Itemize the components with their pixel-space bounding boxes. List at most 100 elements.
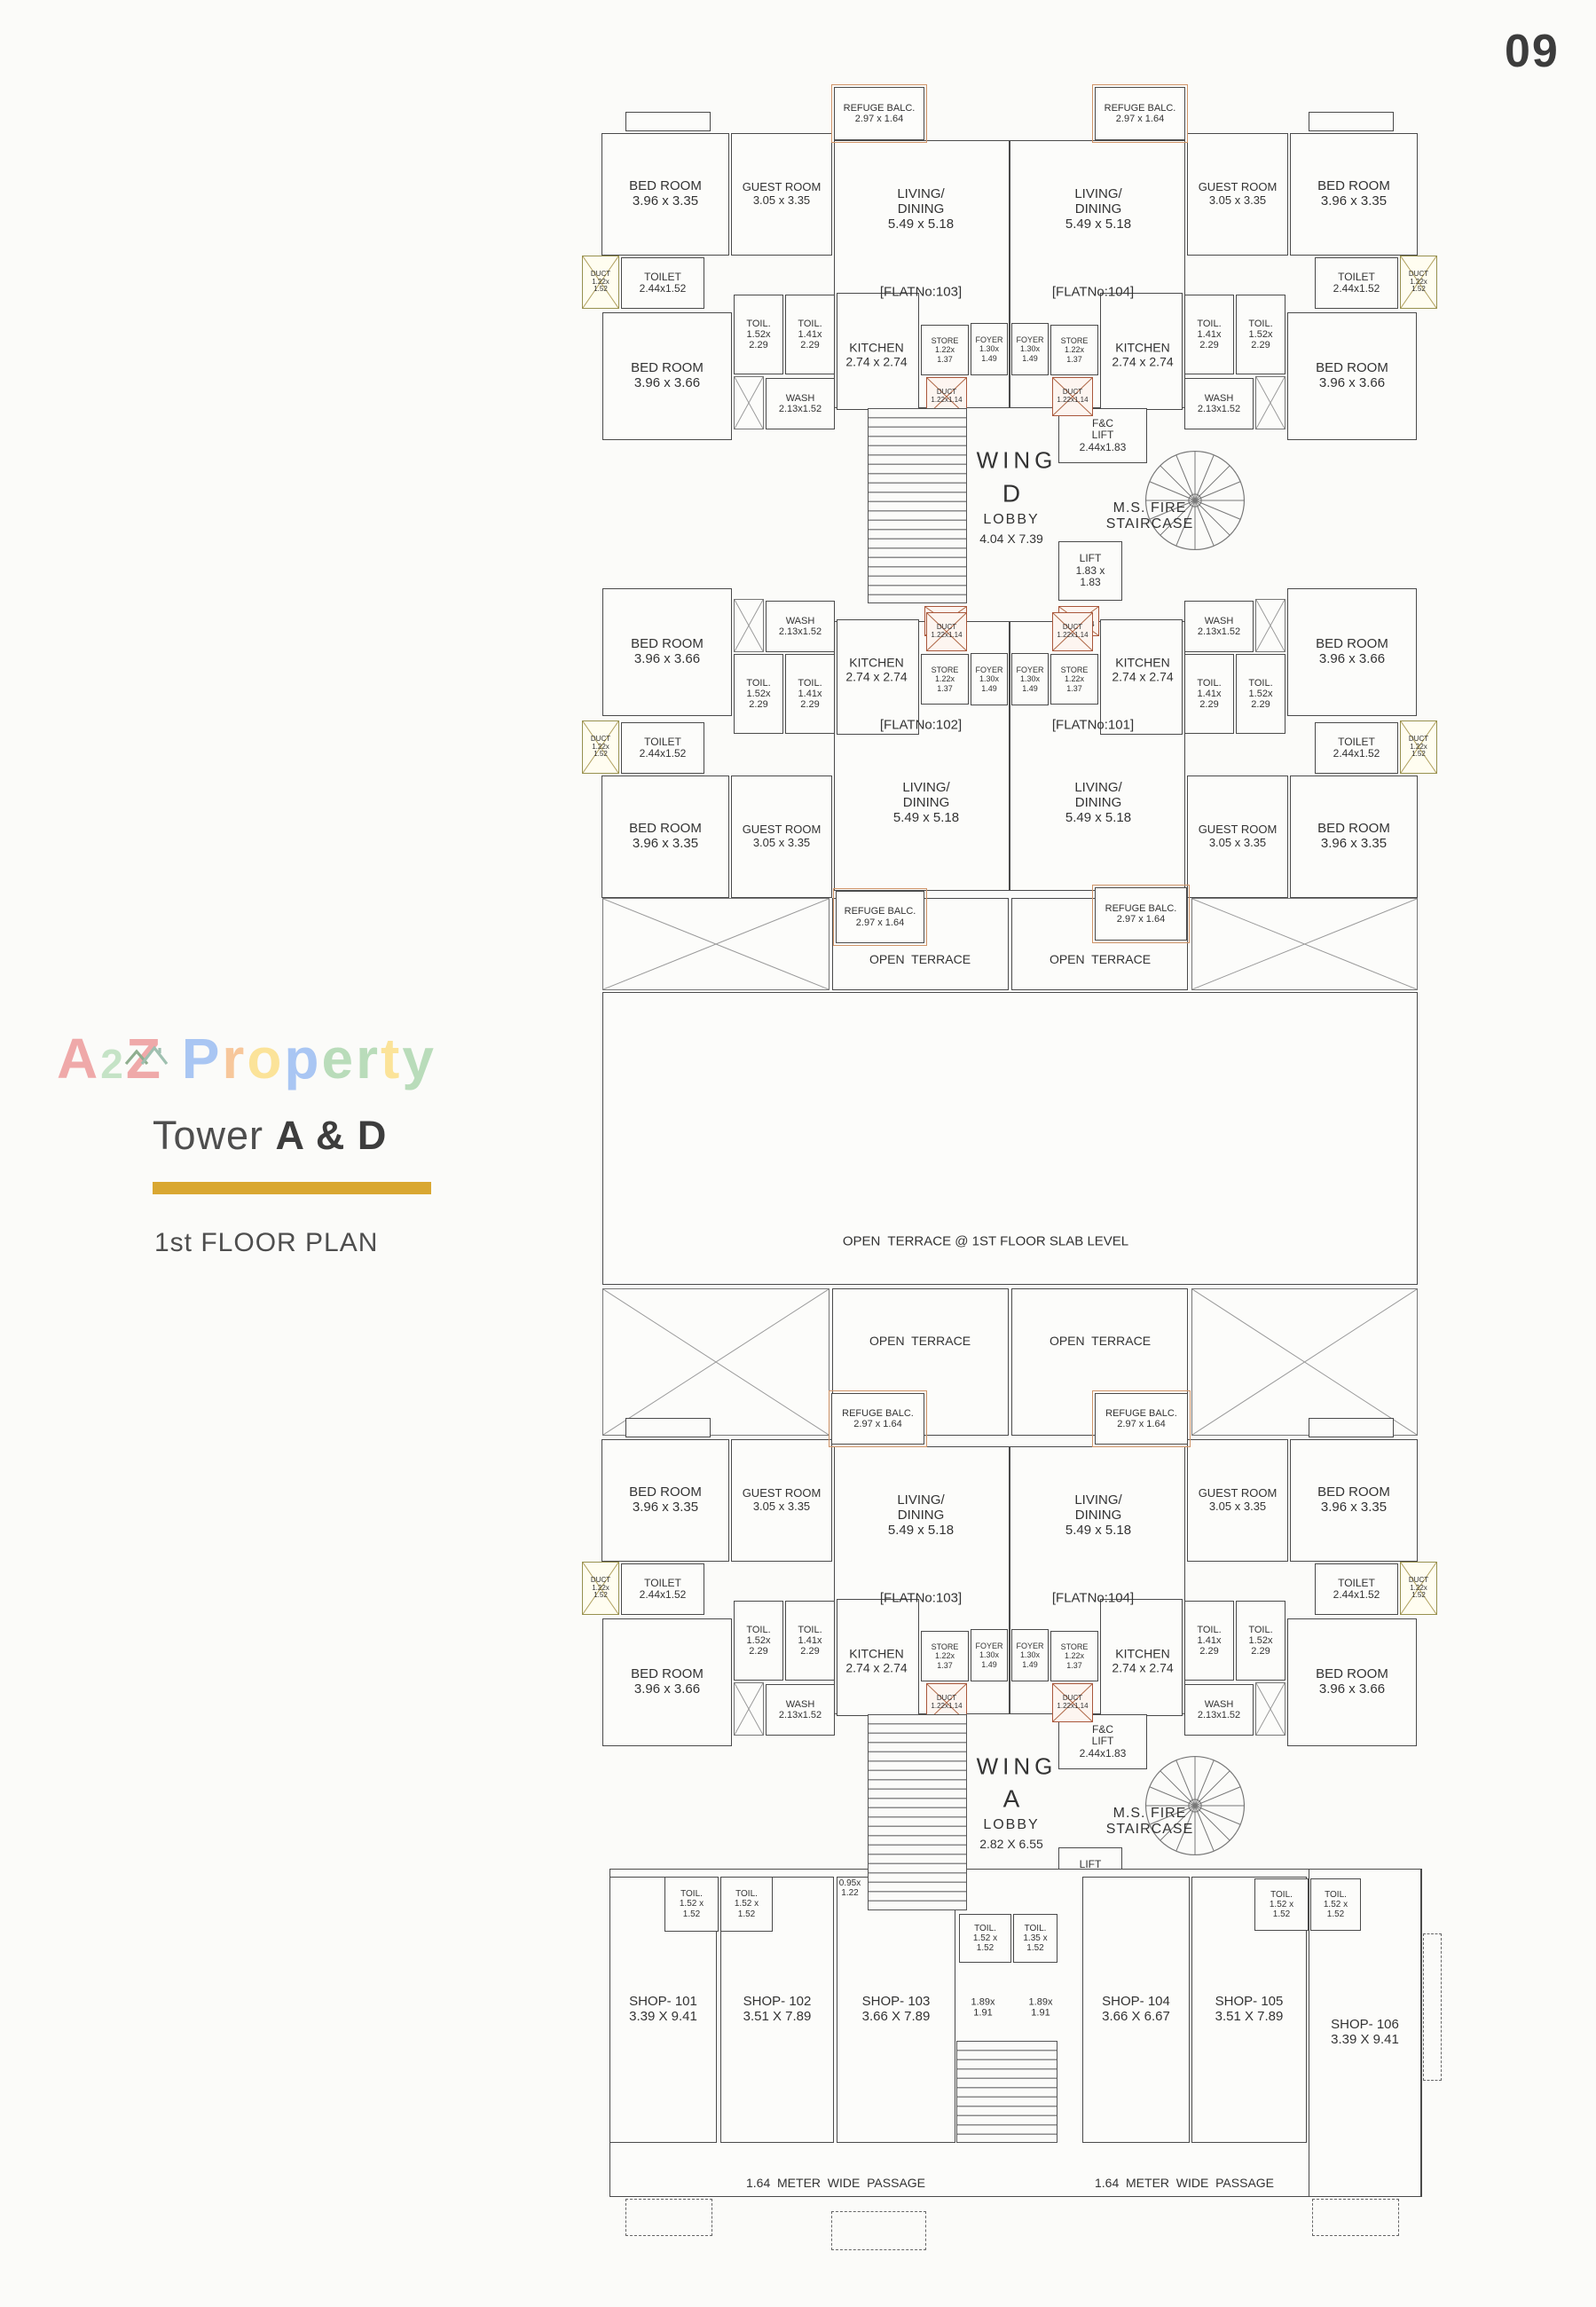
title-underline bbox=[153, 1182, 431, 1195]
lift-wingd-text: 1.83 bbox=[1080, 576, 1101, 589]
bedroom1-104a-text: BED ROOM bbox=[1317, 1484, 1390, 1500]
duct-104a-text: DUCT bbox=[1408, 1575, 1429, 1584]
stair-dim-label-2-text: 1.89x bbox=[1028, 1996, 1053, 2008]
flatno-103a-label-text: [FLATNo:103] bbox=[879, 1590, 963, 1606]
cross-lines-icon bbox=[583, 721, 618, 773]
toil-shop-102-text: TOIL. bbox=[735, 1889, 758, 1900]
cross-lines-icon bbox=[1401, 1563, 1436, 1614]
toil-shop-105-text: 1.52 x bbox=[1269, 1899, 1294, 1909]
store-103-text: 1.22x bbox=[934, 345, 955, 355]
toil-a-101-text: 2.29 bbox=[1251, 699, 1270, 711]
entry-dashed-1 bbox=[625, 2199, 712, 2236]
store-104-text: 1.22x bbox=[1064, 345, 1085, 355]
open-terrace-upper-1-label: OPEN TERRACE bbox=[869, 952, 971, 967]
spiral-staircase-icon bbox=[1144, 450, 1246, 551]
duct-104-text: 1.22x bbox=[1410, 277, 1427, 286]
logo-letter: r bbox=[356, 1027, 381, 1091]
living-dining-104-label-text: 5.49 x 5.18 bbox=[1065, 216, 1132, 232]
living-dining-104-label-text: LIVING/ bbox=[1074, 185, 1122, 201]
duct-103a-text: 1.22x bbox=[592, 1583, 609, 1592]
wingd-letter-label: D bbox=[1002, 479, 1020, 507]
kitchen-101-box bbox=[1100, 619, 1183, 735]
wash-102-text: 2.13x1.52 bbox=[778, 626, 822, 637]
bedroom2-101-text: BED ROOM bbox=[1316, 636, 1388, 652]
store-104-text: 1.37 bbox=[1066, 354, 1082, 364]
fc-lift-winga-text: LIFT bbox=[1091, 1735, 1114, 1748]
toil-b-103-text: 2.29 bbox=[800, 340, 820, 351]
wingd-label-text: WING bbox=[976, 446, 1057, 474]
toil-a-102-text: 1.52x bbox=[746, 688, 771, 699]
duct2-104a-text: DUCT bbox=[1062, 1694, 1083, 1703]
toil-b-102-text: 2.29 bbox=[800, 699, 820, 711]
toil-a-103-text: 2.29 bbox=[749, 340, 768, 351]
passage-left-label: 1.64 METER WIDE PASSAGE bbox=[745, 2176, 926, 2191]
tower-title-prefix: Tower bbox=[153, 1113, 276, 1159]
store-103a-text: STORE bbox=[931, 1642, 959, 1652]
flatno-104-label-text: [FLATNo:104] bbox=[1051, 284, 1135, 300]
flatno-103a-label: [FLATNo:103] bbox=[879, 1590, 963, 1607]
terrace-x-lower-left bbox=[602, 1288, 829, 1436]
lobby-wingd-label: LOBBY bbox=[983, 512, 1039, 528]
toil-b-104a-text: 2.29 bbox=[1199, 1646, 1219, 1657]
entry-dashed-4 bbox=[1423, 1933, 1442, 2081]
passage-left-label-text: 1.64 METER WIDE PASSAGE bbox=[745, 2176, 926, 2191]
cross-lines-icon bbox=[927, 613, 966, 650]
toil-a-104-text: 1.52x bbox=[1248, 328, 1273, 340]
msfire-winga-label-text: STAIRCASE bbox=[1105, 1822, 1194, 1837]
duct2-103a-text: DUCT bbox=[936, 1694, 957, 1703]
open-terrace-lower-1-label: OPEN TERRACE bbox=[869, 1334, 971, 1349]
toil-shop-mid1-text: TOIL. bbox=[974, 1923, 996, 1933]
shop-106-text: SHOP- 106 bbox=[1331, 2017, 1399, 2033]
bedroom1-103a-text: 3.96 x 3.35 bbox=[632, 1500, 699, 1515]
refuge-balcony-101: REFUGE BALC.2.97 x 1.64 bbox=[1092, 885, 1190, 943]
wash-103a-text: WASH bbox=[785, 1698, 815, 1710]
cross-lines-icon bbox=[735, 1683, 763, 1735]
store-102-text: STORE bbox=[931, 665, 959, 675]
foyer-104-text: FOYER bbox=[1016, 335, 1044, 345]
wash-104-text: WASH bbox=[1204, 392, 1234, 404]
living-dining-102-label-text: LIVING/ bbox=[902, 779, 950, 795]
big-open-terrace-box bbox=[602, 992, 1418, 1285]
toil-b-104a-text: 1.41x bbox=[1197, 1634, 1222, 1646]
bedroom2-103-text: BED ROOM bbox=[631, 360, 704, 376]
toil-shop-mid2-text: TOIL. bbox=[1024, 1923, 1047, 1933]
wash-102-text: WASH bbox=[785, 615, 815, 626]
kitchen-103a-box bbox=[837, 1599, 919, 1716]
logo-letter: e bbox=[321, 1027, 357, 1091]
kitchen-103a-label-text: KITCHEN bbox=[849, 1646, 904, 1661]
staircase-winga bbox=[868, 1714, 967, 1910]
terrace-x-upper-right bbox=[1191, 898, 1418, 990]
living-dining-101-label-text: LIVING/ bbox=[1074, 779, 1122, 795]
tower-title-bold: A & D bbox=[275, 1113, 388, 1159]
open-terrace-lower-2-label-text: OPEN TERRACE bbox=[1049, 1334, 1152, 1349]
bedroom2-101-text: 3.96 x 3.66 bbox=[1318, 651, 1386, 666]
toil-shop-mid2-text: 1.35 x bbox=[1023, 1933, 1048, 1943]
logo-letter: A bbox=[57, 1027, 101, 1091]
cross-lines-icon bbox=[1053, 378, 1092, 415]
toilet-102-text: TOILET bbox=[644, 735, 681, 748]
balcony-ledge-wingd-right bbox=[1309, 112, 1394, 131]
passage-right-label: 1.64 METER WIDE PASSAGE bbox=[1095, 2176, 1274, 2191]
refuge-balcony-102-text: 2.97 x 1.64 bbox=[855, 917, 905, 928]
living-dining-103-label-text: DINING bbox=[897, 201, 945, 217]
